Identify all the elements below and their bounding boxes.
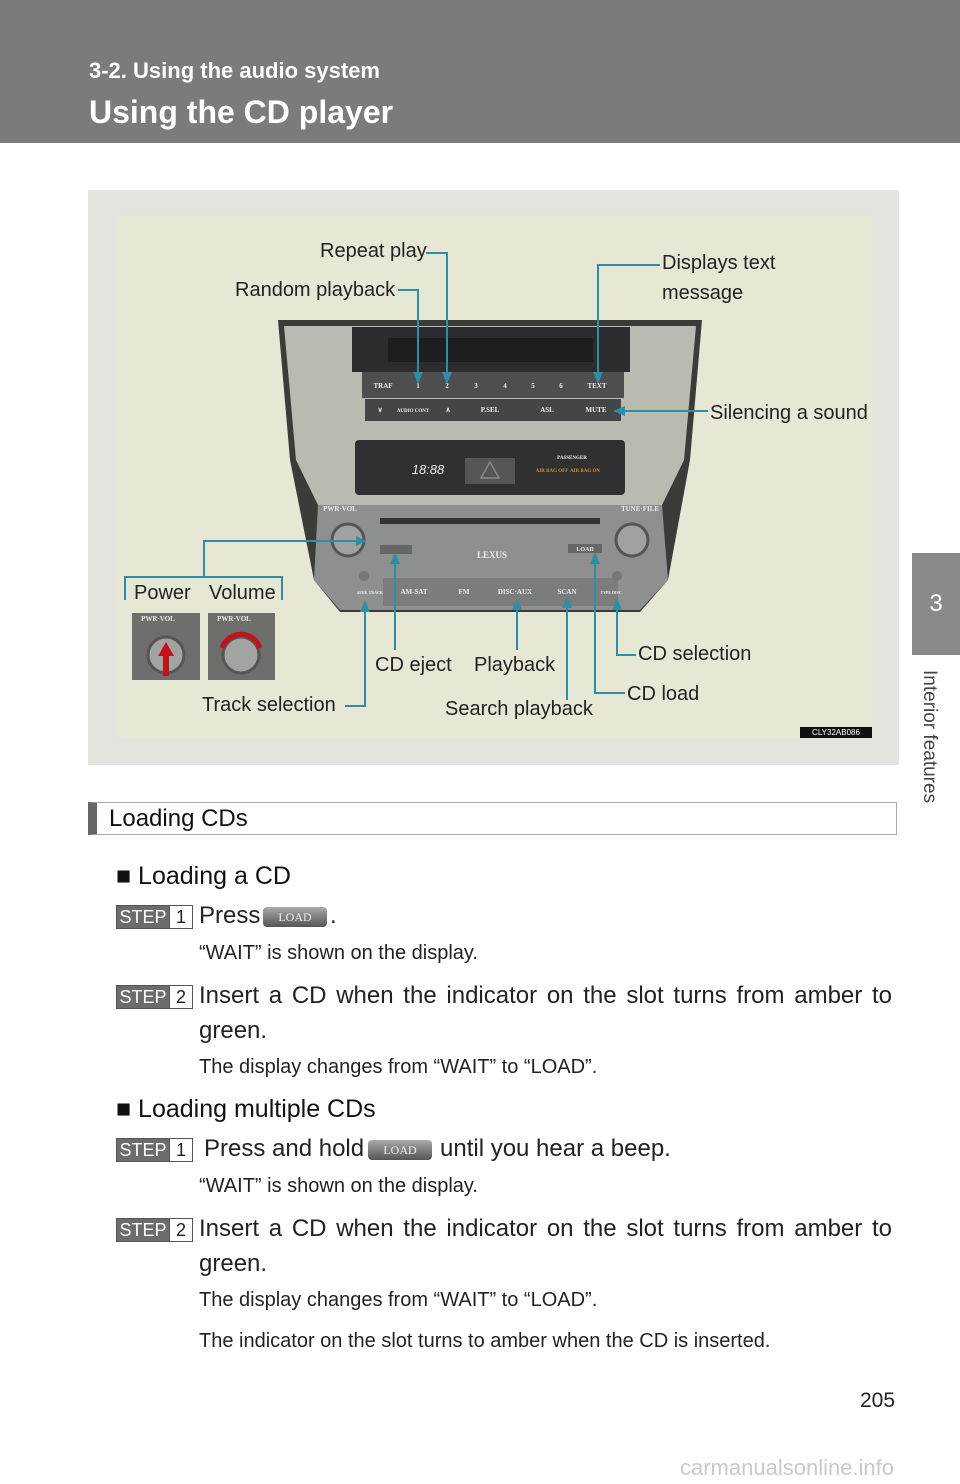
preset-1-label: 1 — [416, 382, 420, 390]
second-row — [365, 399, 621, 421]
preset-5-label: 5 — [531, 382, 535, 390]
step-text: Insert a CD when the indicator on the sl… — [199, 1215, 892, 1242]
passenger-label: PASSENGER — [557, 456, 587, 461]
chapter-title: Interior features — [919, 670, 940, 804]
preset-3-label: 3 — [474, 382, 478, 390]
step-text-cont: green. — [199, 1250, 268, 1277]
clock-readout: 18:88 — [412, 462, 445, 477]
step-note: The display changes from “WAIT” to “LOAD… — [199, 1056, 598, 1078]
chapter-title-vertical: Interior features — [918, 670, 942, 820]
subheading-loading-multiple: ■ Loading multiple CDs — [116, 1095, 376, 1123]
load-button — [568, 544, 602, 553]
callout-power: Power — [134, 582, 191, 604]
am-sat-label: AM-SAT — [400, 588, 427, 596]
audio-panel-diagram: TRAF 1 2 3 4 5 6 TEXT ∨ AUDIO CONT ∧ P.S… — [124, 240, 872, 738]
step-text-end: until you hear a beep. — [440, 1135, 671, 1162]
cd-slot — [380, 518, 600, 524]
audio-cont-label: AUDIO CONT — [397, 409, 430, 414]
figure-code-badge — [800, 727, 872, 738]
figure-code: CLY32AB086 — [812, 728, 860, 737]
callout-displays-text: Displays text — [662, 252, 776, 274]
callout-track-selection: Track selection — [202, 694, 336, 716]
chapter-tab: 3 — [912, 553, 960, 655]
knob-inset-label: PWR·VOL — [217, 615, 251, 623]
step-text: Insert a CD when the indicator on the sl… — [199, 982, 892, 1009]
callout-cd-load: CD load — [627, 683, 699, 705]
up-button-label: ∧ — [445, 406, 450, 414]
callout-random-playback: Random playback — [235, 279, 396, 301]
section-heading: Loading CDs — [88, 802, 897, 835]
airbag-off-label: AIR BAG OFF — [536, 469, 569, 474]
callout-volume: Volume — [209, 582, 276, 604]
step-text: Press — [199, 902, 261, 929]
airbag-on-label: AIR BAG ON — [570, 469, 600, 474]
page-title: Using the CD player — [89, 94, 394, 130]
step-text-end: . — [330, 902, 337, 929]
type-disc-label: TYPE DISC — [600, 590, 621, 595]
mute-label: MUTE — [586, 406, 607, 414]
callout-search-playback: Search playback — [445, 698, 594, 720]
step-note: The display changes from “WAIT” to “LOAD… — [199, 1289, 598, 1311]
callout-repeat-play: Repeat play — [320, 240, 427, 262]
scan-label: SCAN — [557, 588, 576, 596]
psel-label: P.SEL — [481, 406, 500, 414]
brand-logo: LEXUS — [477, 550, 507, 560]
preset-traf-label: TRAF — [373, 382, 392, 390]
disc-aux-label: DISC·AUX — [498, 588, 532, 596]
page-header: 3-2. Using the audio system Using the CD… — [0, 0, 960, 143]
page-number: 205 — [860, 1389, 896, 1412]
load-button-icon: LOAD — [263, 907, 327, 927]
watermark: carmanualsonline.info — [680, 1455, 895, 1480]
preset-row — [362, 372, 624, 398]
eject-button — [380, 545, 412, 554]
load-label: LOAD — [576, 547, 594, 553]
seek-track-label: SEEK TRACK — [357, 590, 384, 595]
callout-cd-selection: CD selection — [638, 643, 751, 665]
step-note: “WAIT” is shown on the display. — [199, 1175, 478, 1197]
tune-file-label: TUNE·FILE — [621, 505, 659, 513]
callout-displays-text-line2: message — [662, 282, 743, 304]
seek-up — [359, 571, 369, 581]
rotate-arrow-icon — [219, 631, 263, 649]
callout-playback: Playback — [474, 654, 556, 676]
step-note: “WAIT” is shown on the display. — [199, 942, 478, 964]
section-heading-text: Loading CDs — [109, 805, 248, 832]
callout-lines — [124, 252, 708, 707]
preset-6-label: 6 — [559, 382, 563, 390]
fm-label: FM — [459, 588, 470, 596]
down-button-label: ∨ — [377, 406, 382, 414]
text-button-label: TEXT — [587, 382, 606, 390]
preset-2-label: 2 — [445, 382, 449, 390]
tune-file-knob — [614, 522, 650, 558]
section-breadcrumb: 3-2. Using the audio system — [89, 58, 380, 83]
step-note: The indicator on the slot turns to amber… — [199, 1330, 771, 1352]
callout-arrowheads — [356, 372, 625, 612]
pwr-vol-label: PWR·VOL — [323, 505, 357, 513]
type-up — [612, 571, 622, 581]
step-text-cont: green. — [199, 1017, 268, 1044]
load-button-icon: LOAD — [368, 1140, 432, 1160]
asl-label: ASL — [540, 406, 554, 414]
subheading-loading-cd: ■ Loading a CD — [116, 862, 291, 890]
knob-inset-label: PWR·VOL — [141, 615, 175, 623]
preset-4-label: 4 — [503, 382, 507, 390]
callout-cd-eject: CD eject — [375, 654, 452, 676]
callout-silencing-sound: Silencing a sound — [710, 402, 868, 424]
press-arrow-icon — [158, 642, 174, 676]
step-text: Press and hold — [204, 1135, 365, 1162]
